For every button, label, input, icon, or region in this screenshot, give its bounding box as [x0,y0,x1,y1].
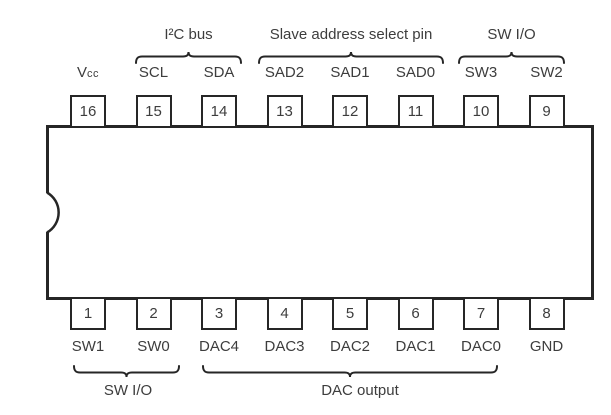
group-label-sw-io-bottom: SW I/O [103,382,153,399]
pin-10-box: 10 [463,95,499,128]
pin-7-label: DAC0 [460,338,501,355]
pin-16-box: 16 [70,95,106,128]
pin-5-box: 5 [332,297,368,330]
pin-15-box: 15 [135,95,172,128]
dac-output-brace [202,365,498,378]
pin-12-box: 12 [332,95,368,128]
pin-2-box: 2 [135,297,172,330]
pin-9-box: 9 [528,95,565,128]
pin-4-label: DAC3 [264,338,305,355]
group-label-i2c-bus: I²C bus [164,26,213,43]
pin-9-label: SW2 [530,64,563,81]
pin-8-box: 8 [528,297,565,330]
pin-3-label: DAC4 [198,338,239,355]
sw-io-bottom-brace [73,365,180,378]
sw-io-top-brace [458,51,565,64]
pin-14-box: 14 [201,95,237,128]
group-label-slave-address-select-pin: Slave address select pin [269,26,433,43]
slave-address-select-brace [258,51,444,64]
pin-8-label: GND [529,338,564,355]
pin-15-label: SCL [138,64,169,81]
pin-11-box: 11 [397,95,434,128]
pin-11-label: SAD0 [395,64,436,81]
group-label-dac-output: DAC output [321,382,399,399]
pin-12-label: SAD1 [330,64,370,81]
pin-6-label: DAC1 [395,338,436,355]
pin-16-label: Vcc [76,64,99,81]
pin-1-label: SW1 [71,338,105,355]
chip-notch [44,191,60,234]
pin-7-box: 7 [463,297,499,330]
pin-3-box: 3 [201,297,237,330]
i2c-bus-brace [135,51,242,64]
pin-14-label: SDA [203,64,235,81]
group-label-sw-io-top: SW I/O [487,26,536,43]
pin-6-box: 6 [397,297,434,330]
chip-body [46,125,594,300]
pin-5-label: DAC2 [329,338,370,355]
pin-4-box: 4 [266,297,303,330]
pin-13-box: 13 [266,95,303,128]
pin-13-label: SAD2 [264,64,305,81]
pin-10-label: SW3 [464,64,498,81]
pin-1-box: 1 [70,297,106,330]
pin-2-label: SW0 [137,338,170,355]
